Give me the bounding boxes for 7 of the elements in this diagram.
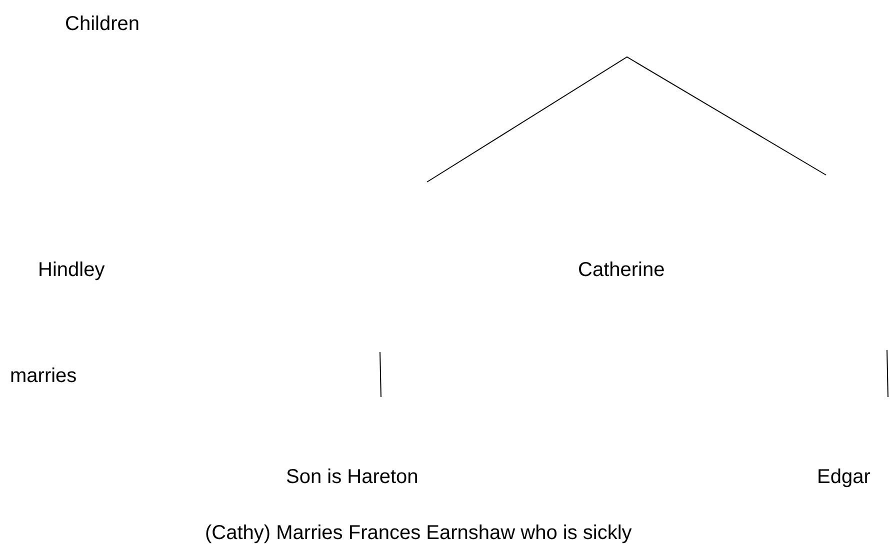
text-label: Son is Hareton [286,465,418,489]
text-label: (Cathy) Marries Frances Earnshaw who is sickly [205,521,632,545]
text-label: Catherine [578,258,665,282]
text-label: Children [65,12,140,36]
text-label: Edgar [817,465,870,489]
text-label: Hindley [38,258,105,282]
text-label: marries [10,364,77,388]
